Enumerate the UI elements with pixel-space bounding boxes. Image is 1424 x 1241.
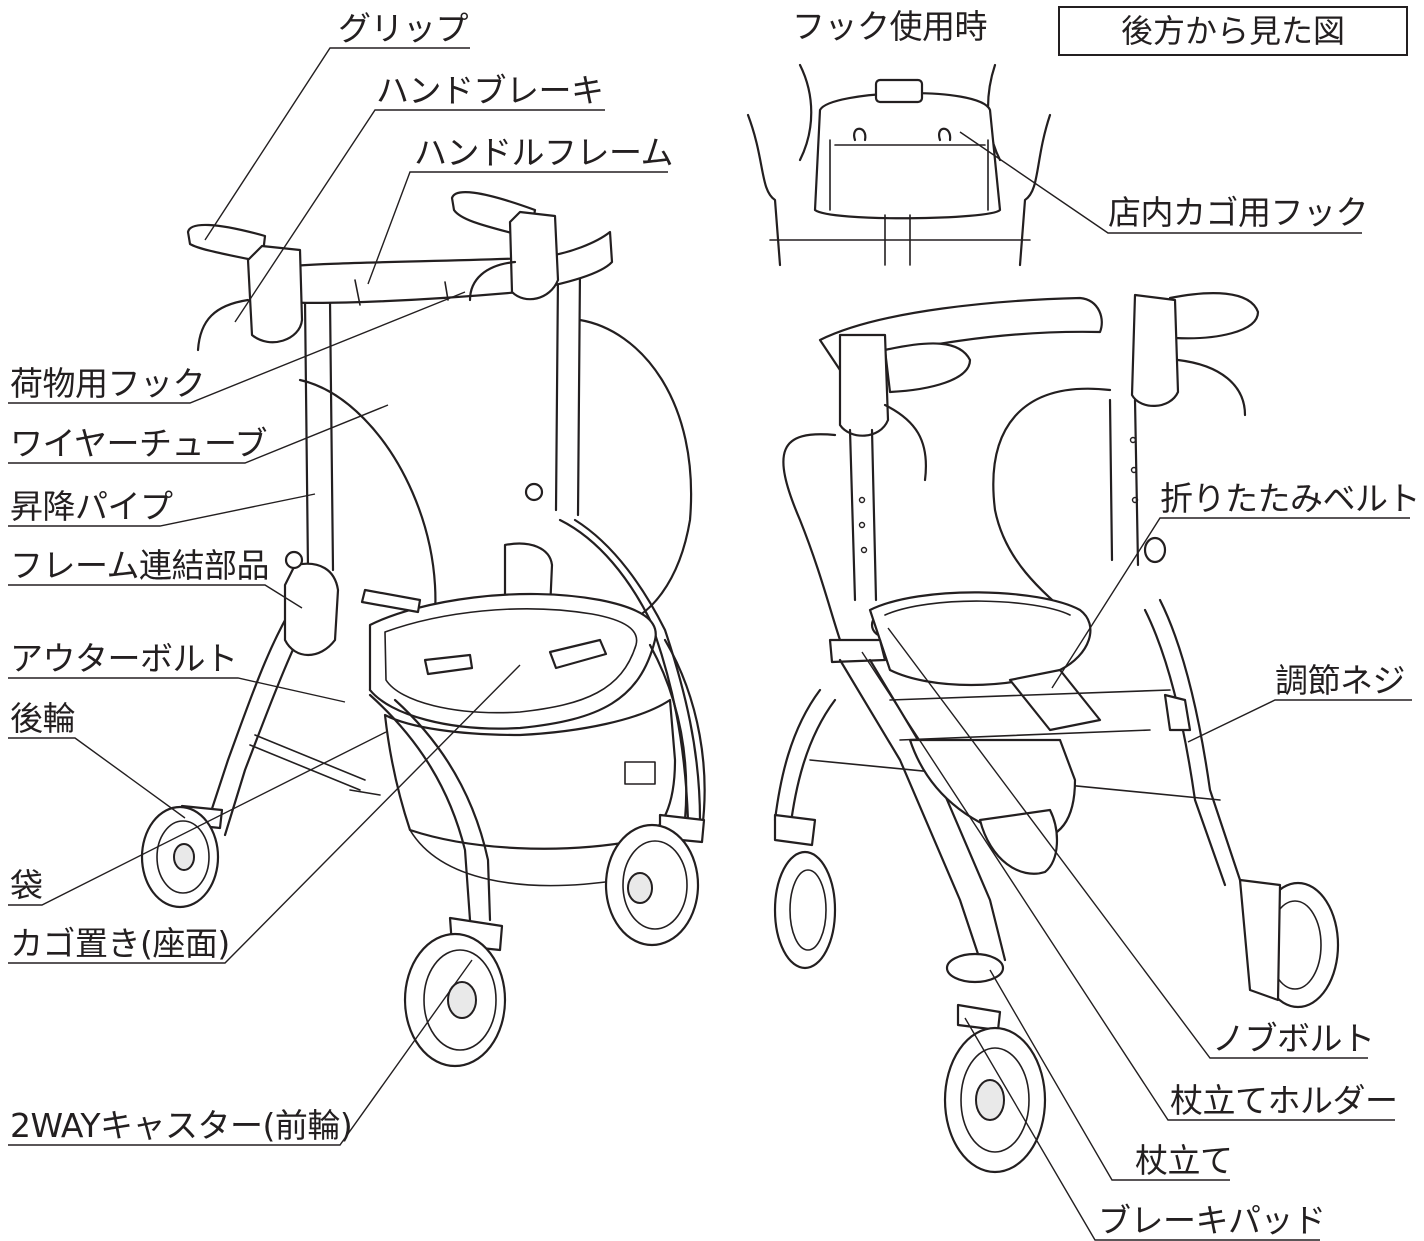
hook-in-use-caption: フック使用時 [792,7,988,46]
rear-view-wheel-left [773,850,837,970]
basket-seat [368,592,657,730]
label-lift-pipe: 昇降パイプ [10,487,173,526]
label-luggage-hook: 荷物用フック [10,364,206,403]
leader-lines [8,47,668,1146]
label-bag: 袋 [10,866,43,905]
label-rear-wheel: 後輪 [10,699,76,738]
store-basket [813,91,1002,220]
cane-stand [956,1003,1002,1032]
lift-pipe-rear-right [1108,398,1114,562]
grip-rear-right [1168,292,1260,340]
wire-tube-rear-right [992,387,1112,622]
label-brake-pad: ブレーキパッド [1098,1201,1326,1240]
label-folding-belt: 折りたたみベルト [1160,479,1421,518]
rear-view-walker [773,292,1340,1174]
label-store-basket-hook: 店内カゴ用フック [1108,193,1369,232]
seat-rear [868,591,1092,687]
label-frame-connector: フレーム連結部品 [10,546,270,585]
label-handle-frame: ハンドルフレーム [414,133,674,172]
brake-housing-left [246,244,304,344]
wire-tube-right [578,318,693,627]
rear-wheel-left [140,805,220,909]
front-view-walker [140,191,706,1068]
front-caster-wheel [403,932,507,1068]
lift-pipe-right [554,273,560,512]
folding-belt [1008,668,1102,732]
cane-holder-bottom [945,952,1005,984]
label-grip: グリップ [338,9,469,48]
label-cane-stand: 杖立て [1135,1141,1233,1180]
store-hook-right [937,127,952,142]
label-cane-holder: 杖立てホルダー [1170,1081,1398,1120]
frame-connector-left [283,562,340,656]
label-caster: 2WAYキャスター(前輪) [10,1106,353,1145]
lift-pipe-rear-left [848,428,857,602]
cane-holder-top [828,638,887,664]
grip-rear-left [883,342,972,394]
handle-frame [268,230,614,304]
leader-lines-right [861,131,1412,1241]
rear-view-title: 後方から見た図 [1058,6,1408,56]
lift-pipe-left [303,298,310,572]
label-knob-bolt: ノブボルト [1212,1019,1375,1058]
label-wire-tube: ワイヤーチューブ [10,424,268,463]
rear-view-hook-inset [746,63,1052,267]
wire-tube-rear-left [782,433,842,642]
store-hook-left [853,127,867,142]
label-basket-seat: カゴ置き(座面) [10,924,230,963]
label-hand-brake: ハンドブレーキ [376,71,604,110]
adjust-screw [1163,693,1192,732]
label-outer-bolt: アウターボルト [10,639,238,678]
rear-view-front-wheel [943,1026,1047,1174]
label-adjust-screw: 調節ネジ [1275,661,1406,700]
front-leg-left [368,693,472,922]
rear-caster-wheel [604,823,700,947]
front-leg-right [648,643,688,822]
